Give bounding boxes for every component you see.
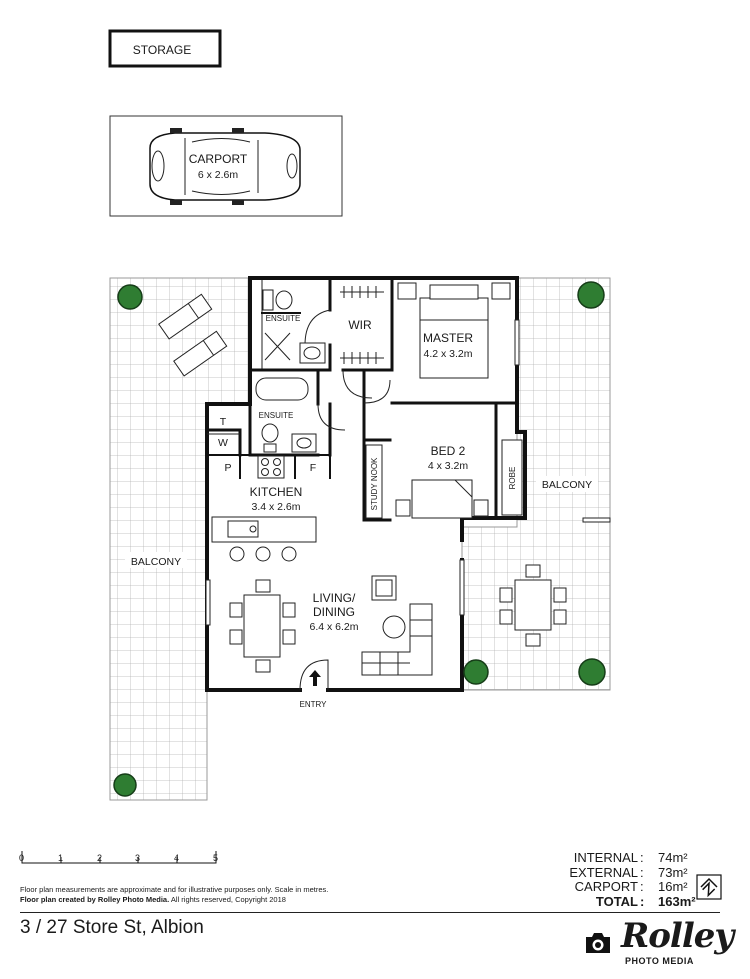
bed-2-label: BED 2 xyxy=(431,444,466,458)
north-arrow-icon xyxy=(696,874,722,900)
plants-icon xyxy=(113,281,606,797)
entry-label: ENTRY xyxy=(300,700,328,709)
toilet-label: T xyxy=(220,416,227,428)
study-nook xyxy=(365,444,383,519)
scale-tick-4: 4 xyxy=(174,853,180,863)
balcony-right-label: BALCONY xyxy=(542,479,592,491)
area-row-total: TOTAL:163m² xyxy=(595,893,696,909)
dining-table-icon xyxy=(229,579,296,673)
kitchen-label: KITCHEN xyxy=(250,485,303,499)
disclaimer-rights: All rights reserved, Copyright 2018 xyxy=(169,895,286,904)
living-size: 6.4 x 6.2m xyxy=(309,621,358,633)
carport-area: CARPORT 6 x 2.6m xyxy=(109,115,343,217)
fridge-label: F xyxy=(310,462,316,474)
master-size: 4.2 x 3.2m xyxy=(423,348,472,360)
robe xyxy=(501,439,523,516)
footer-divider xyxy=(20,912,720,913)
wir-label: WIR xyxy=(348,318,372,332)
master-label: MASTER xyxy=(423,331,473,345)
pantry-label: P xyxy=(224,462,231,474)
wir-rails xyxy=(340,286,384,364)
carport-label: CARPORT xyxy=(189,152,248,166)
ensuite-2-label: ENSUITE xyxy=(259,411,294,420)
entry-arrow-icon xyxy=(309,670,321,686)
logo-wordmark: Rolley xyxy=(621,916,734,956)
logo-subtitle: PHOTO MEDIA xyxy=(625,956,694,966)
robe-label: ROBE xyxy=(508,467,517,490)
kitchen-size: 3.4 x 2.6m xyxy=(251,501,300,513)
disclaimer: Floor plan measurements are approximate … xyxy=(20,885,440,905)
balcony-dining-table-icon xyxy=(499,564,567,647)
scale-tick-5: 5 xyxy=(213,853,219,863)
scale-tick-1: 1 xyxy=(58,853,64,863)
disclaimer-line-1: Floor plan measurements are approximate … xyxy=(20,885,329,894)
area-row-internal: INTERNAL:74m² xyxy=(573,850,688,865)
camera-icon xyxy=(586,933,610,953)
storage-label: STORAGE xyxy=(133,43,191,57)
scale-bar xyxy=(21,851,217,864)
kitchen-island xyxy=(211,516,317,562)
scale-tick-3: 3 xyxy=(135,853,141,863)
car-icon xyxy=(149,128,301,205)
footer: 0 1 2 3 4 5 Floor plan measurements are … xyxy=(0,838,750,979)
living-label-1: LIVING/ xyxy=(313,591,356,605)
storage-box: STORAGE xyxy=(108,29,222,68)
area-row-carport: CARPORT:16m² xyxy=(574,879,688,894)
ensuite-1-label: ENSUITE xyxy=(266,314,301,323)
scale-tick-0: 0 xyxy=(19,853,25,863)
bed-2-icon xyxy=(395,479,489,519)
sun-loungers-icon xyxy=(158,293,228,377)
scale-tick-2: 2 xyxy=(97,853,103,863)
balcony-left-label: BALCONY xyxy=(131,556,181,568)
doors xyxy=(205,309,611,691)
bed-2-size: 4 x 3.2m xyxy=(428,460,469,472)
living-label-2: DINING xyxy=(313,605,355,619)
cooktop-icon xyxy=(257,455,285,479)
property-address: 3 / 27 Store St, Albion xyxy=(20,917,204,938)
floor-plan: STORAGE CARPORT 6 x 2.6m xyxy=(108,29,611,801)
ensuite-1-fixtures xyxy=(262,289,326,364)
study-nook-label: STUDY NOOK xyxy=(370,457,379,510)
sofa-icon xyxy=(361,575,433,676)
ensuite-2-fixtures xyxy=(255,377,317,453)
rolley-logo: Rolley PHOTO MEDIA xyxy=(583,916,734,972)
carport-size: 6 x 2.6m xyxy=(198,169,239,181)
washer-label: W xyxy=(218,437,228,449)
area-summary: INTERNAL:74m² EXTERNAL:73m² CARPORT:16m²… xyxy=(540,850,720,909)
master-bed-icon xyxy=(397,282,511,379)
disclaimer-credit: Floor plan created by Rolley Photo Media… xyxy=(20,895,170,904)
area-row-external: EXTERNAL:73m² xyxy=(569,864,688,880)
